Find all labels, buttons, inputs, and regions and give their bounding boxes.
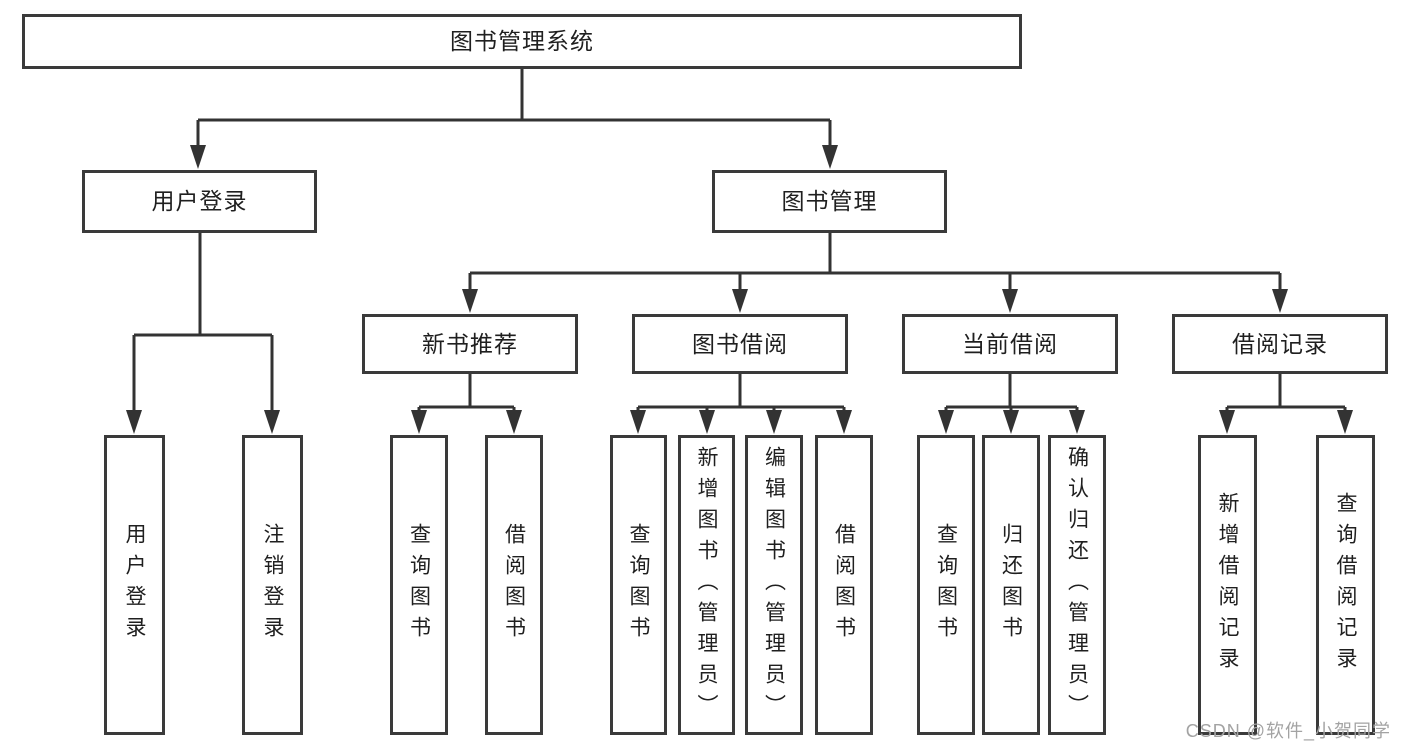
leaf-logout: 注销登录	[242, 435, 303, 735]
node-user-login: 用户登录	[82, 170, 317, 233]
leaf-query-borrow-record: 查询借阅记录	[1316, 435, 1375, 735]
leaf-borrow-books: 借阅图书	[815, 435, 873, 735]
node-new-book-recommend: 新书推荐	[362, 314, 578, 374]
leaf-query-books-recommend: 查询图书	[390, 435, 448, 735]
leaf-user-login: 用户登录	[104, 435, 165, 735]
leaf-add-borrow-record: 新增借阅记录	[1198, 435, 1257, 735]
watermark-text: CSDN @软件_小贺同学	[1185, 721, 1391, 741]
root-node-library-system: 图书管理系统	[22, 14, 1022, 69]
node-book-borrow: 图书借阅	[632, 314, 848, 374]
leaf-query-books-borrow: 查询图书	[610, 435, 667, 735]
node-book-management: 图书管理	[712, 170, 947, 233]
leaf-add-books-admin: 新增图书（管理员）	[678, 435, 735, 735]
leaf-query-books-current: 查询图书	[917, 435, 975, 735]
node-borrow-records: 借阅记录	[1172, 314, 1388, 374]
leaf-confirm-return-admin: 确认归还（管理员）	[1048, 435, 1106, 735]
leaf-return-books: 归还图书	[982, 435, 1040, 735]
node-current-borrow: 当前借阅	[902, 314, 1118, 374]
leaf-edit-books-admin: 编辑图书（管理员）	[745, 435, 803, 735]
leaf-borrow-books-recommend: 借阅图书	[485, 435, 543, 735]
